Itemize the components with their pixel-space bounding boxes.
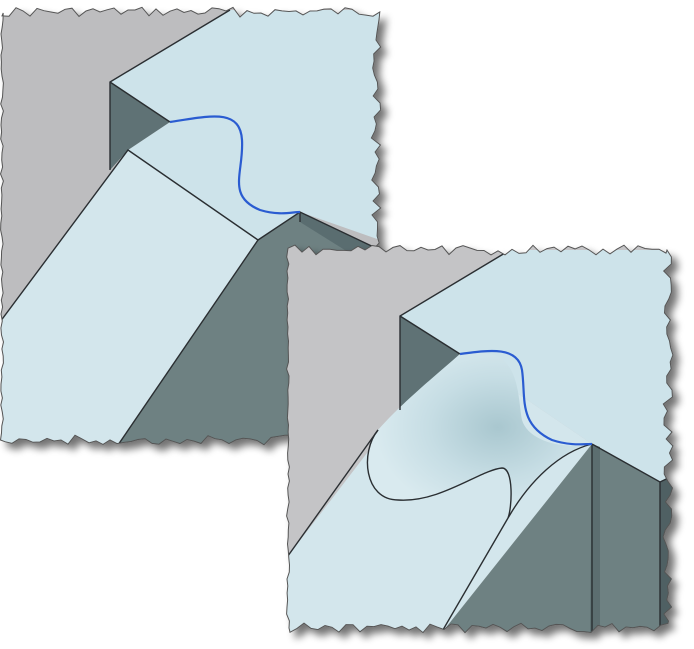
s-curve [169,115,301,215]
panel-after [286,244,674,634]
blend-face [367,352,592,518]
top-face-after [400,250,673,482]
edge-lines-after [286,249,673,633]
step-side-face [110,82,170,170]
panel-after-torn-edge [286,244,674,634]
dark-right-face-after [440,444,660,633]
edge-lines [0,9,381,445]
dark-right-face-after-3 [660,470,673,633]
step-side-face-after [400,316,460,410]
top-face [110,10,380,240]
s-curve-after [459,349,593,446]
slope-face [0,150,258,445]
